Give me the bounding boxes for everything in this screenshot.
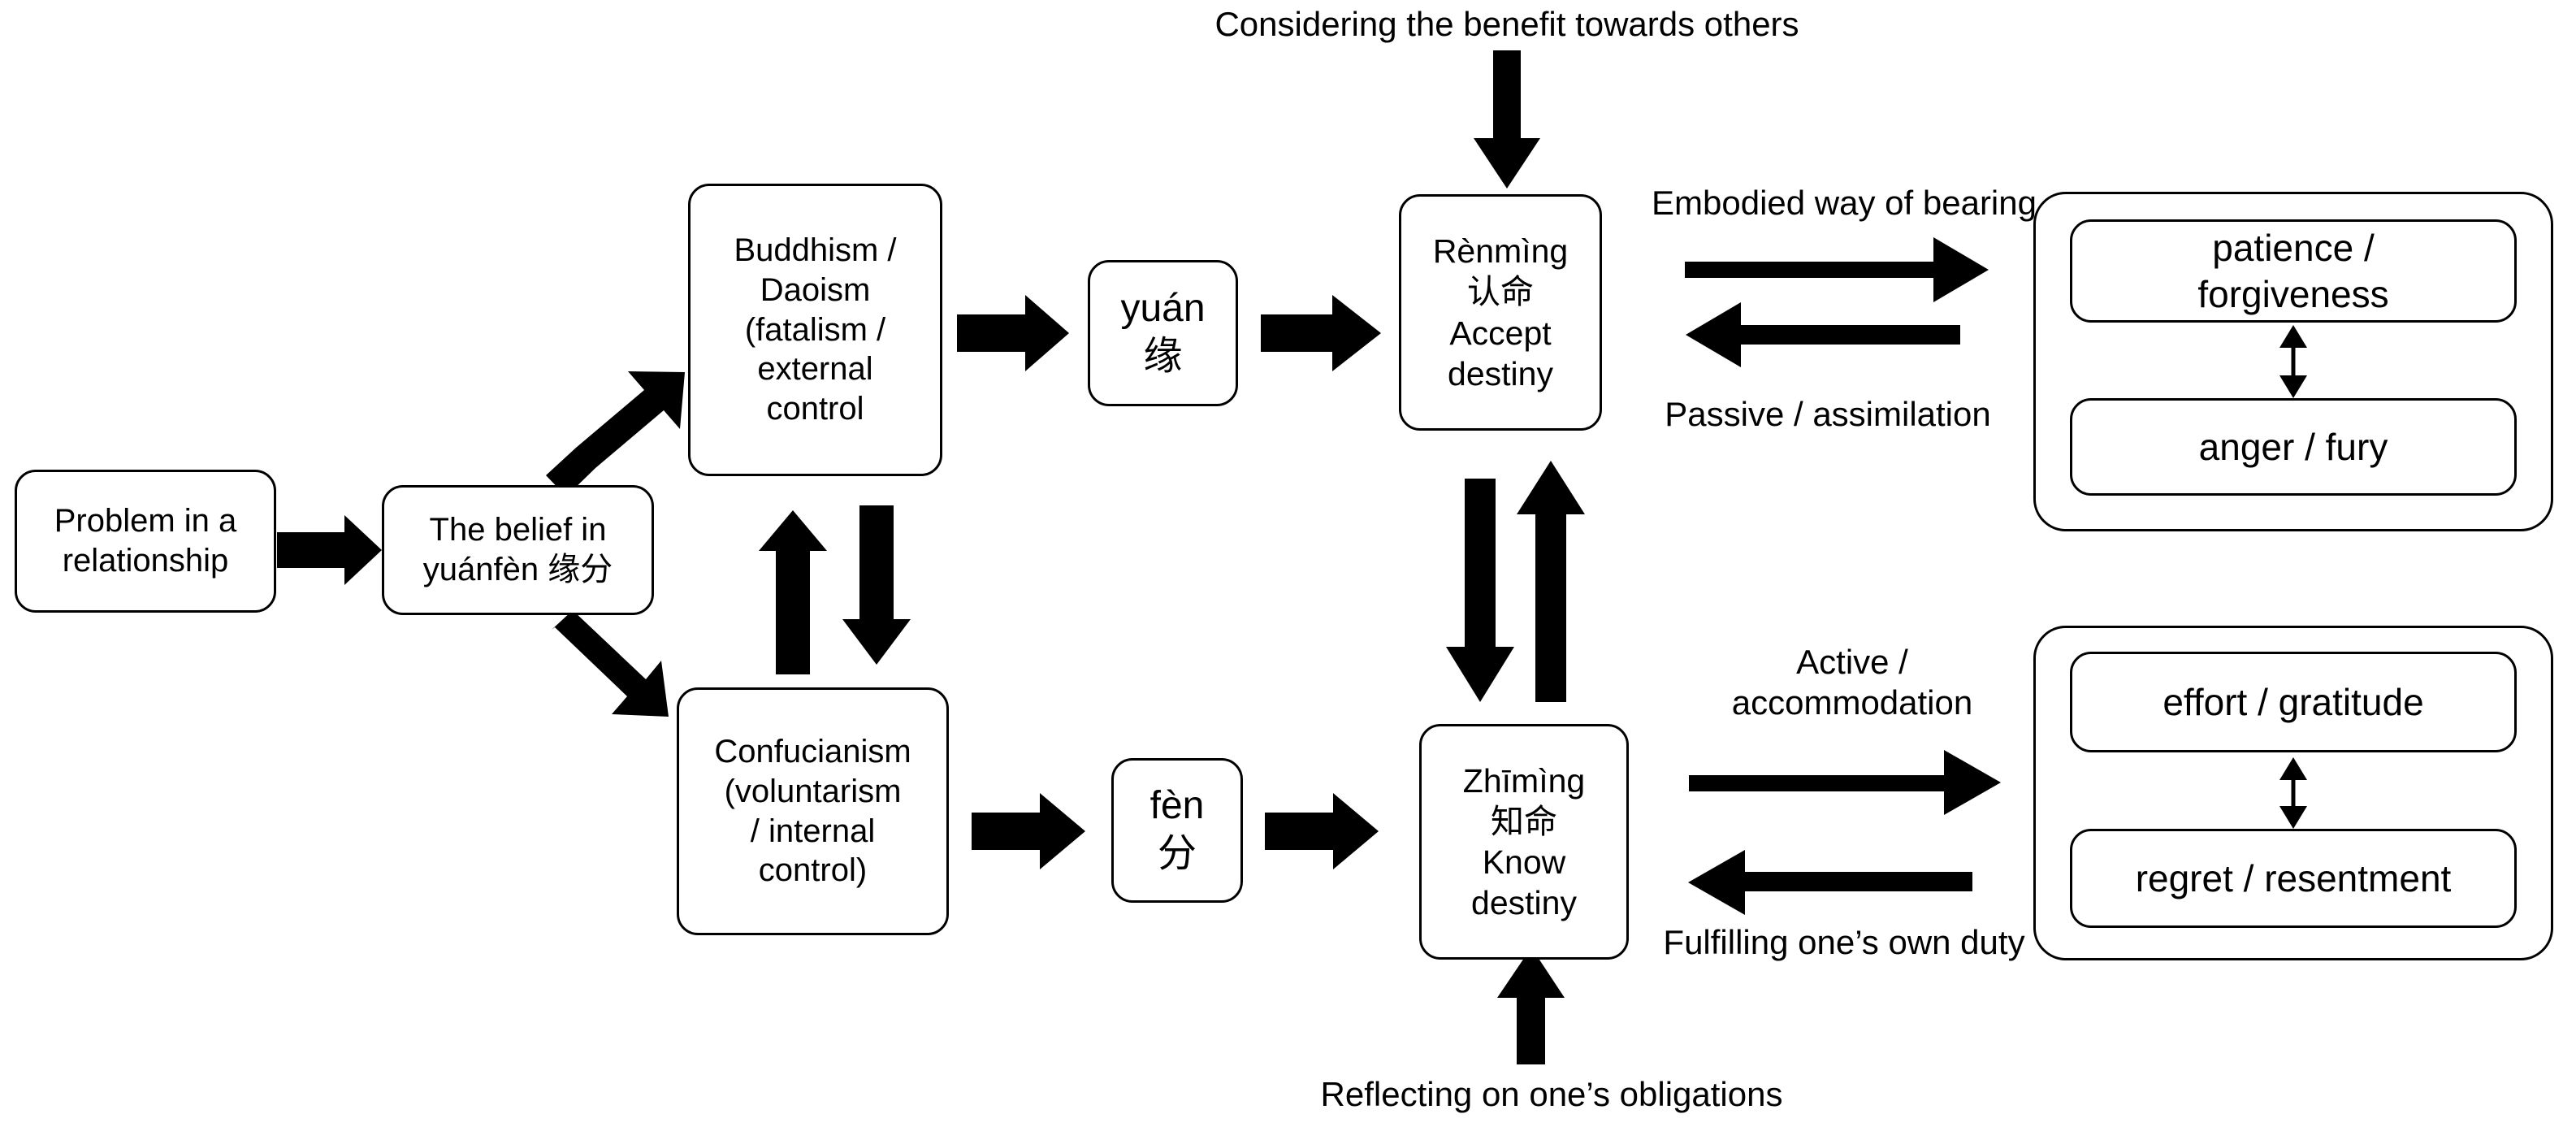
node-fen[interactable]: fèn 分: [1111, 758, 1243, 903]
node-renming[interactable]: Rènmìng 认命 Accept destiny: [1399, 194, 1602, 431]
arrow-right-icon: [1265, 793, 1379, 869]
arrow-right-icon: [957, 295, 1069, 371]
arrow-right-icon: [277, 515, 382, 585]
node-fen-label: fèn 分: [1149, 784, 1205, 875]
arrow-up-icon: [1517, 461, 1585, 702]
node-belief-label: The belief in yuánfèn 缘分: [422, 512, 613, 587]
arrow-up-icon: [759, 510, 827, 674]
node-zhiming[interactable]: Zhīmìng 知命 Know destiny: [1419, 724, 1629, 960]
node-buddhism-label: Buddhism / Daoism (fatalism / external c…: [734, 232, 897, 427]
label-passive-assimilation: Passive / assimilation: [1665, 395, 1991, 433]
arrow-left-icon: [1688, 850, 1972, 915]
node-confucianism-label: Confucianism (voluntarism / internal con…: [714, 733, 911, 889]
arrow-diagonal-up-icon: [546, 371, 685, 496]
arrow-diagonal-down-icon: [552, 610, 669, 717]
node-anger-label: anger / fury: [2198, 425, 2388, 468]
label-embodied-way: Embodied way of bearing: [1652, 184, 2037, 222]
arrow-right-icon: [1685, 237, 1989, 302]
label-active-accommodation: Active / accommodation: [1731, 643, 1973, 722]
label-reflecting-obligations: Reflecting on one’s obligations: [1320, 1075, 1783, 1113]
node-renming-label: Rènmìng 认命 Accept destiny: [1432, 232, 1569, 392]
arrow-down-icon: [842, 505, 911, 665]
node-yuan[interactable]: yuán 缘: [1088, 260, 1238, 406]
node-patience-forgiveness[interactable]: patience / forgiveness: [2070, 219, 2517, 323]
node-patience-label: patience / forgiveness: [2197, 227, 2389, 315]
arrow-down-icon: [1474, 50, 1540, 189]
arrow-right-icon: [1261, 295, 1381, 371]
node-regret-resentment[interactable]: regret / resentment: [2070, 829, 2517, 928]
node-yuan-label: yuán 缘: [1120, 287, 1206, 378]
node-buddhism-daoism[interactable]: Buddhism / Daoism (fatalism / external c…: [688, 184, 942, 476]
arrow-down-icon: [1446, 479, 1514, 702]
node-problem-label: Problem in a relationship: [54, 503, 237, 579]
arrow-up-icon: [1497, 947, 1565, 1064]
node-effort-label: effort / gratitude: [2163, 680, 2424, 723]
arrow-right-icon: [972, 793, 1085, 869]
node-zhiming-label: Zhīmìng 知命 Know destiny: [1462, 761, 1586, 922]
node-belief[interactable]: The belief in yuánfèn 缘分: [382, 485, 654, 615]
node-problem[interactable]: Problem in a relationship: [15, 470, 276, 613]
node-anger-fury[interactable]: anger / fury: [2070, 398, 2517, 496]
label-fulfilling-duty: Fulfilling one’s own duty: [1663, 923, 2025, 961]
node-confucianism[interactable]: Confucianism (voluntarism / internal con…: [677, 687, 949, 935]
node-regret-label: regret / resentment: [2135, 856, 2452, 899]
arrow-right-icon: [1689, 750, 2001, 815]
node-effort-gratitude[interactable]: effort / gratitude: [2070, 652, 2517, 752]
arrow-left-icon: [1686, 302, 1960, 367]
label-considering-benefit: Considering the benefit towards others: [1214, 5, 1799, 43]
